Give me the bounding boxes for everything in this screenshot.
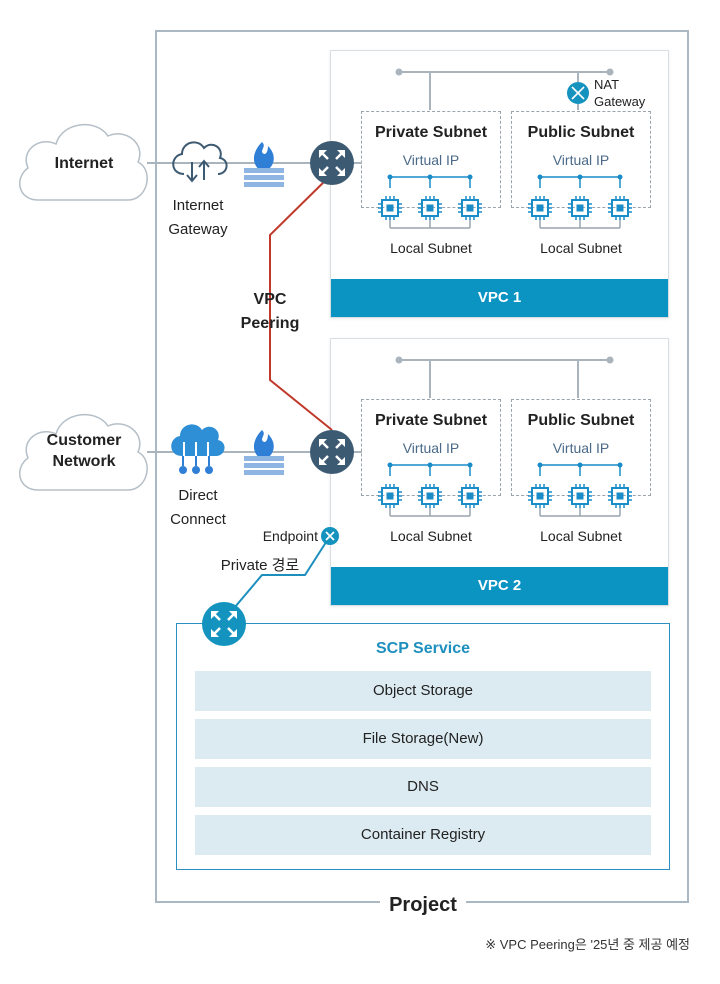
vpc-peering-label: VPC Peering xyxy=(240,291,300,332)
subnet-title: Private Subnet xyxy=(374,124,488,141)
server-chip-icon xyxy=(458,484,482,508)
virtual-ip-label: Virtual IP xyxy=(402,440,460,456)
server-chip-icon xyxy=(568,196,592,220)
bus-dot xyxy=(395,356,403,364)
server-chip-icon xyxy=(378,484,402,508)
connector-lines xyxy=(147,71,610,453)
bus-dot xyxy=(395,68,403,76)
direct-connect-icon xyxy=(171,424,225,474)
vpc-peering-line xyxy=(269,173,333,431)
local-subnet-label: Local Subnet xyxy=(390,240,472,256)
endpoint-label: Endpoint xyxy=(262,528,318,544)
service-object-storage: Object Storage xyxy=(195,671,651,711)
server-chip-icon xyxy=(528,196,552,220)
subnet-title: Public Subnet xyxy=(527,124,635,141)
nat-gateway-icon xyxy=(567,82,589,104)
footnote: ※ VPC Peering은 '25년 중 제공 예정 xyxy=(485,937,690,952)
server-chip-icon xyxy=(378,196,402,220)
vpc-name-bar: VPC 2 xyxy=(331,567,668,605)
direct-connect-label: Direct Connect xyxy=(170,487,226,528)
internet-cloud-icon xyxy=(18,123,148,201)
firewall-icon xyxy=(244,430,284,475)
router-icon xyxy=(310,141,354,185)
bus-dot xyxy=(606,356,614,364)
private-route-line xyxy=(223,535,331,621)
server-chip-icon xyxy=(608,196,632,220)
server-chip-icon xyxy=(418,196,442,220)
service-dns: DNS xyxy=(195,767,651,807)
scp-title: SCP Service xyxy=(376,640,470,657)
server-chip-icon xyxy=(568,484,592,508)
bus-dot xyxy=(606,68,614,76)
firewall-icon xyxy=(244,142,284,187)
vpc2-public-subnet: Public Subnet Virtual IP xyxy=(511,399,651,496)
local-subnet-label: Local Subnet xyxy=(540,240,622,256)
server-chip-icon xyxy=(608,484,632,508)
vpc-2: Private Subnet Virtual IP Public Subnet … xyxy=(330,338,669,606)
private-route-label: Private 경로 xyxy=(220,557,300,574)
bus-endpoints xyxy=(395,68,614,364)
internet-gateway-label: Internet Gateway xyxy=(168,197,228,238)
service-container-registry: Container Registry xyxy=(195,815,651,855)
virtual-ip-label: Virtual IP xyxy=(552,152,610,168)
local-subnet-label: Local Subnet xyxy=(390,528,472,544)
local-subnet-label: Local Subnet xyxy=(540,528,622,544)
virtual-ip-label: Virtual IP xyxy=(552,440,610,456)
service-file-storage: File Storage(New) xyxy=(195,719,651,759)
server-chip-icon xyxy=(458,196,482,220)
customer-cloud-icon xyxy=(18,413,148,491)
server-chips xyxy=(378,174,632,517)
endpoint-icon xyxy=(321,527,339,545)
server-chip-icon xyxy=(528,484,552,508)
subnet-title: Private Subnet xyxy=(374,412,488,429)
subnet-title: Public Subnet xyxy=(527,412,635,429)
scp-router-icon xyxy=(202,602,246,646)
scp-service-box: SCP Service Object Storage File Storage(… xyxy=(176,623,670,870)
internet-label: Internet xyxy=(54,155,114,172)
vpc-name-bar: VPC 1 xyxy=(331,279,668,317)
server-chip-icon xyxy=(418,484,442,508)
virtual-ip-label: Virtual IP xyxy=(402,152,460,168)
nat-gateway-label: NAT Gateway xyxy=(594,77,646,109)
project-label: Project xyxy=(380,892,466,918)
router-icon xyxy=(310,430,354,474)
internet-gateway-icon xyxy=(172,141,228,183)
customer-network-label: Customer Network xyxy=(46,432,122,470)
vpc1-public-subnet: Public Subnet Virtual IP xyxy=(511,111,651,208)
